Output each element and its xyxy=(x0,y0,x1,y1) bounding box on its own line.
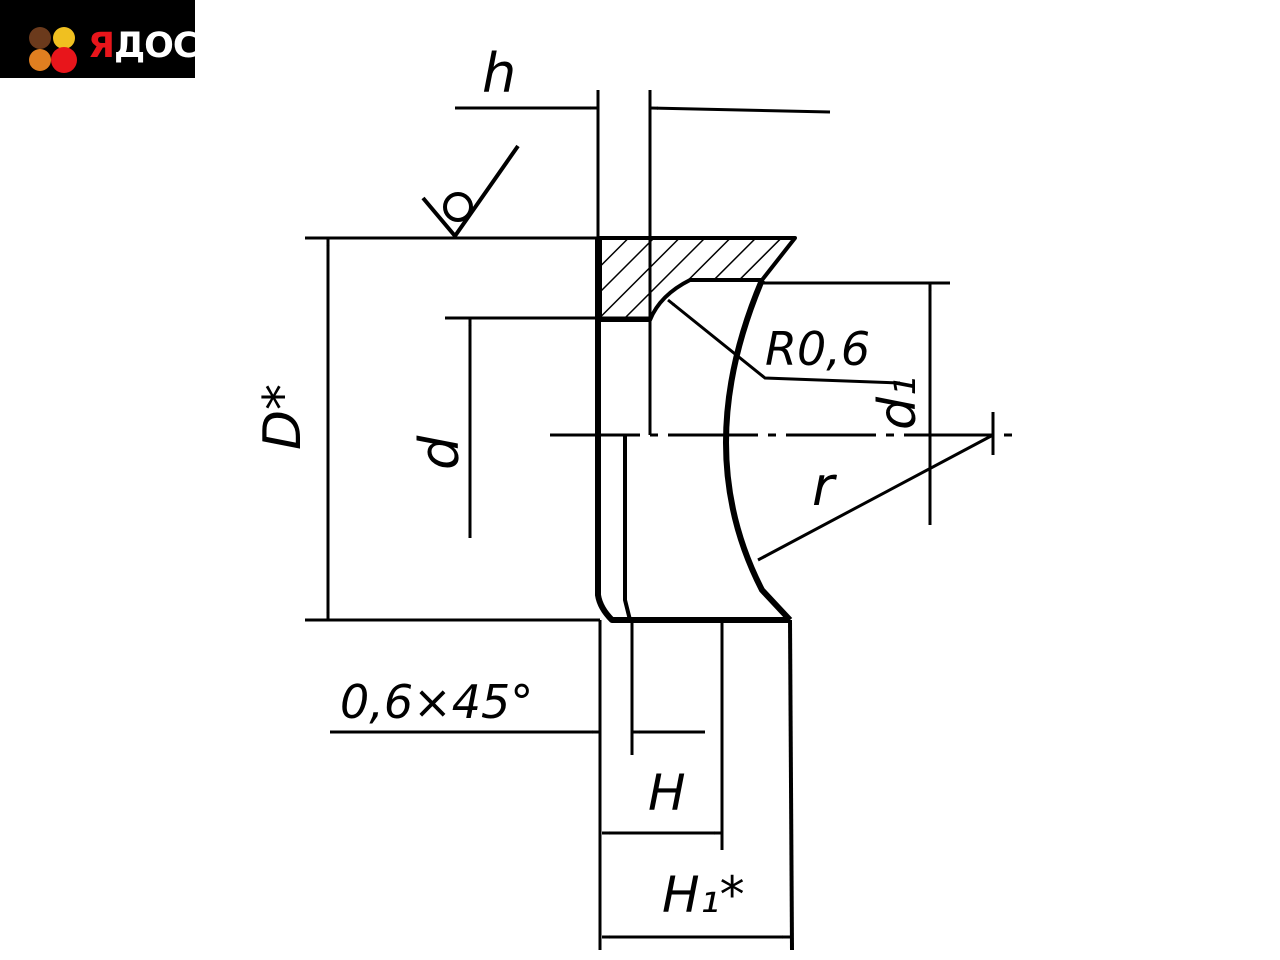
label-D-star: D* xyxy=(253,384,313,450)
label-d1: d₁ xyxy=(868,376,928,430)
part-outline xyxy=(445,90,797,951)
roughness-symbol-icon xyxy=(421,144,520,240)
logo: ЯДОСКА xyxy=(0,0,252,78)
label-h: h xyxy=(482,42,516,105)
center-line xyxy=(550,412,1015,455)
label-chamfer: 0,6×45° xyxy=(340,675,533,729)
logo-dots xyxy=(29,27,77,73)
label-R06: R0,6 xyxy=(765,322,870,376)
logo-text: ЯДОСКА xyxy=(88,26,252,66)
dimension-lines xyxy=(305,106,994,939)
label-d: d xyxy=(408,435,471,470)
hatched-section xyxy=(598,236,797,322)
label-r: r xyxy=(812,455,837,518)
label-H: H xyxy=(648,764,686,822)
label-H1-star: H₁* xyxy=(662,866,745,924)
